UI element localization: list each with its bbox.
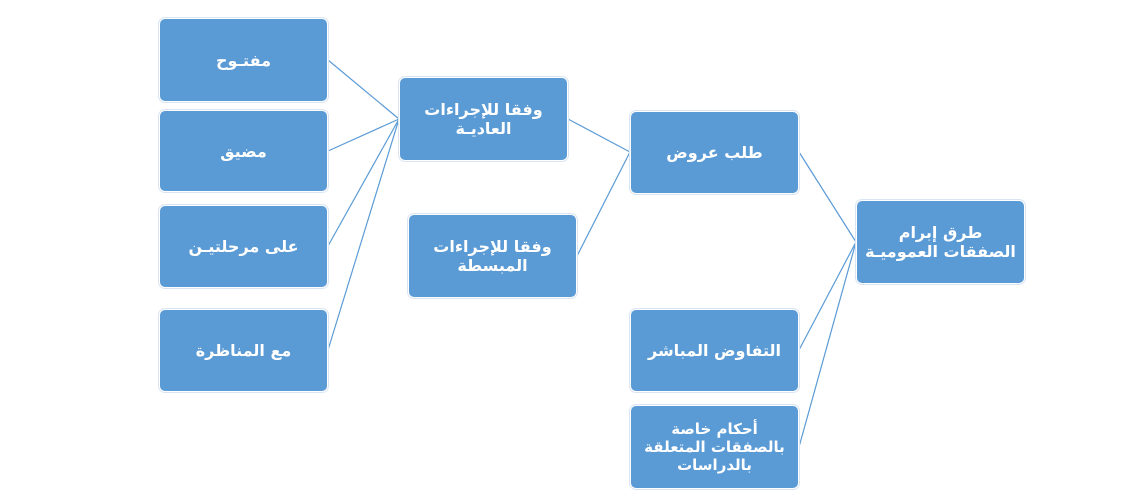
- node-study-contracts-provisions: أحكام خاصة بالصفقات المتعلقة بالدراسات: [630, 405, 799, 489]
- connector-adiya-mudayyaq: [327, 118, 400, 152]
- node-direct-negotiation-label: التفاوض المباشر: [647, 341, 782, 360]
- connector-root-talab: [798, 151, 857, 243]
- connector-root-tafawud: [798, 241, 857, 351]
- connector-adiya-marhalatayn: [327, 118, 400, 247]
- node-restricted-tender: مضيق: [159, 110, 328, 192]
- connector-root-ahkam: [798, 241, 857, 448]
- node-call-for-tenders-label: طلب عروض: [666, 143, 763, 162]
- node-ordinary-procedures: وفقا للإجراءات العاديـة: [399, 77, 568, 161]
- node-simplified-procedures: وفقا للإجراءات المبسطة: [408, 214, 577, 298]
- node-two-stage-tender-label: على مرحلتيـن: [188, 237, 299, 256]
- connector-talab-adiya: [567, 118, 631, 153]
- connector-talab-mubassata: [576, 151, 631, 257]
- node-study-contracts-provisions-label: أحكام خاصة بالصفقات المتعلقة بالدراسات: [644, 420, 785, 474]
- node-simplified-procedures-label: وفقا للإجراءات المبسطة: [433, 237, 552, 275]
- node-two-stage-tender: على مرحلتيـن: [159, 205, 328, 288]
- node-public-procurement-methods: طرق إبرام الصفقات العموميـة: [856, 200, 1025, 284]
- connector-adiya-maftouh: [327, 59, 400, 120]
- node-call-for-tenders: طلب عروض: [630, 111, 799, 194]
- node-public-procurement-methods-label: طرق إبرام الصفقات العموميـة: [865, 223, 1016, 261]
- node-restricted-tender-label: مضيق: [220, 141, 267, 161]
- node-open-tender: مفتـوح: [159, 18, 328, 102]
- connector-adiya-munazara: [327, 118, 400, 351]
- node-direct-negotiation: التفاوض المباشر: [630, 309, 799, 392]
- node-competition-label: مع المناظرة: [195, 341, 292, 360]
- node-competition: مع المناظرة: [159, 309, 328, 392]
- node-ordinary-procedures-label: وفقا للإجراءات العاديـة: [424, 100, 543, 138]
- node-open-tender-label: مفتـوح: [216, 50, 271, 70]
